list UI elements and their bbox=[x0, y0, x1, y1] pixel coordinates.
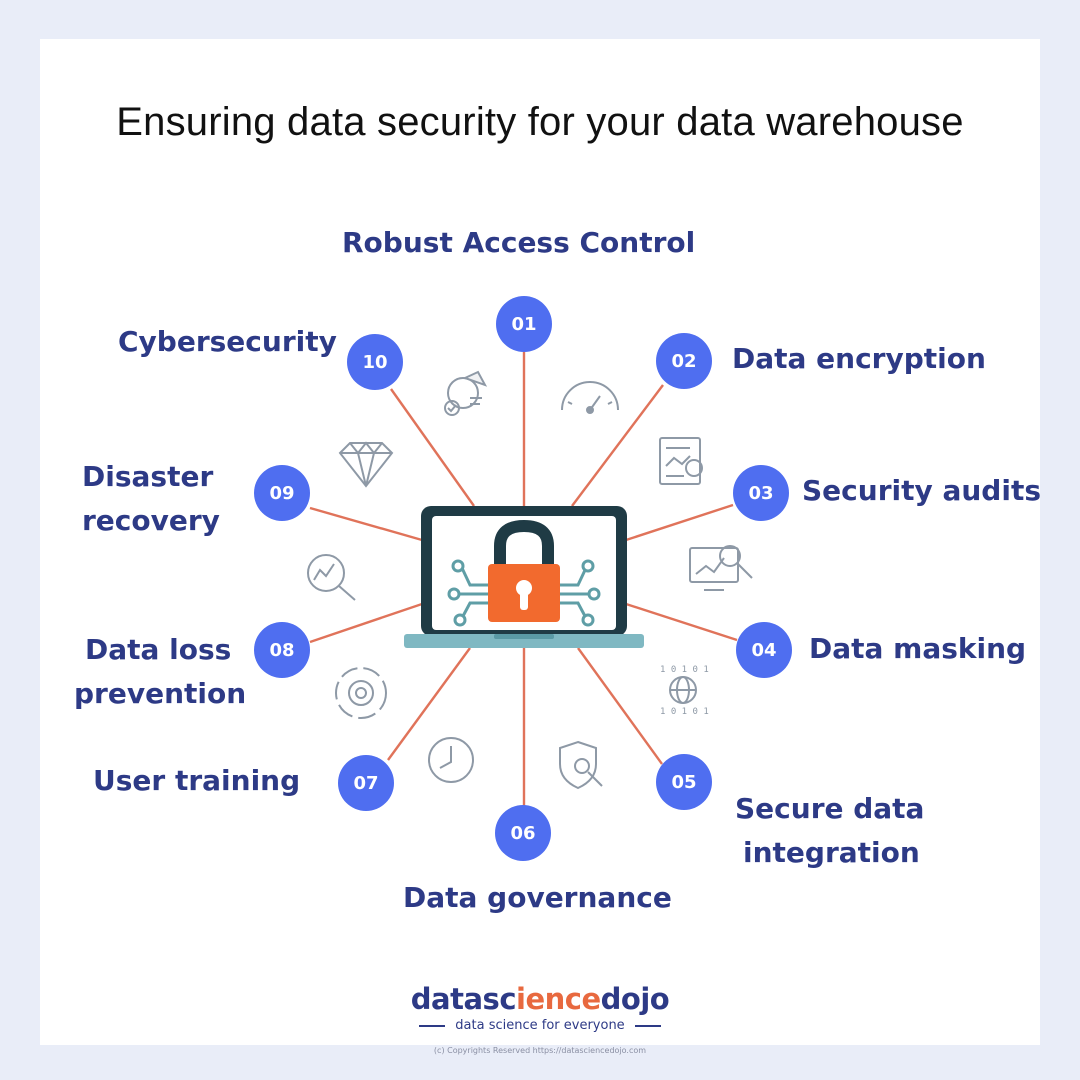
report-chart-icon bbox=[659, 437, 703, 485]
label-line: integration bbox=[743, 836, 920, 869]
label-cybersecurity: Cybersecurity bbox=[118, 325, 337, 358]
spoke-02 bbox=[571, 384, 664, 507]
label-line: Disaster bbox=[82, 460, 214, 493]
label-line: prevention bbox=[74, 677, 247, 710]
number-badge-10 bbox=[347, 334, 403, 390]
number-badge-01 bbox=[496, 296, 552, 352]
label-line: Data loss bbox=[85, 633, 232, 666]
number-badge-07 bbox=[338, 755, 394, 811]
page-title: Ensuring data security for your data war… bbox=[116, 100, 964, 144]
number-badge-text: 07 bbox=[353, 773, 378, 794]
number-badge-06 bbox=[495, 805, 551, 861]
number-badge-04 bbox=[736, 622, 792, 678]
label-data-governance: Data governance bbox=[403, 881, 672, 914]
number-badge-text: 03 bbox=[748, 483, 773, 504]
label-line: Secure data bbox=[735, 792, 925, 825]
number-badge-text: 02 bbox=[671, 351, 696, 372]
label-line: recovery bbox=[82, 504, 220, 537]
number-badge-09 bbox=[254, 465, 310, 521]
number-badge-03 bbox=[733, 465, 789, 521]
brand-logo: datasciencedojo bbox=[0, 982, 1080, 1016]
svg-text:1 0 1 0 1: 1 0 1 0 1 bbox=[660, 665, 709, 675]
number-badge-text: 04 bbox=[751, 640, 776, 661]
number-badges: 01 02 03 04 05 06 07 08 09 10 bbox=[254, 296, 792, 861]
label-disaster-recovery: Disaster recovery bbox=[82, 455, 220, 543]
shield-search-icon bbox=[559, 740, 603, 790]
number-badge-text: 09 bbox=[269, 483, 294, 504]
label-security-audits: Security audits bbox=[802, 474, 1041, 507]
number-badge-text: 08 bbox=[269, 640, 294, 661]
spoke-04 bbox=[625, 602, 738, 642]
number-badge-08 bbox=[254, 622, 310, 678]
label-data-encryption: Data encryption bbox=[732, 342, 986, 375]
number-badge-text: 06 bbox=[510, 823, 535, 844]
label-secure-data-integration: Secure data integration bbox=[735, 787, 924, 875]
magnifier-chart-icon bbox=[307, 554, 356, 601]
number-badge-02 bbox=[656, 333, 712, 389]
diamond-icon bbox=[338, 441, 394, 488]
brand-tagline: data science for everyone bbox=[0, 1018, 1080, 1033]
label-user-training: User training bbox=[93, 764, 301, 797]
gauge-icon bbox=[561, 381, 619, 414]
binary-globe-icon: 1 0 1 0 1 1 0 1 0 1 bbox=[660, 665, 709, 717]
spoke-07 bbox=[387, 647, 471, 761]
label-robust-access-control: Robust Access Control bbox=[342, 226, 696, 259]
label-data-loss-prevention: Data loss prevention bbox=[74, 628, 246, 716]
logo-part: dojo bbox=[600, 982, 670, 1016]
svg-text:1 0 1 0 1: 1 0 1 0 1 bbox=[660, 707, 709, 717]
tagline-rule bbox=[419, 1024, 446, 1027]
copyright-text: (c) Copyrights Reserved https://datascie… bbox=[433, 1046, 647, 1055]
logo-part: datasc bbox=[410, 982, 517, 1016]
pie-chart-check-icon bbox=[444, 370, 488, 416]
tagline-rule bbox=[634, 1024, 661, 1027]
logo-part: ience bbox=[516, 982, 601, 1016]
number-badge-text: 10 bbox=[362, 352, 387, 373]
spoke-05 bbox=[577, 647, 663, 765]
spoke-03 bbox=[625, 503, 734, 542]
tagline-text: data science for everyone bbox=[455, 1018, 625, 1033]
spoke-10 bbox=[390, 388, 475, 507]
gear-cycle-icon bbox=[335, 667, 387, 719]
spoke-09 bbox=[309, 506, 423, 542]
spoke-08 bbox=[309, 602, 423, 644]
laptop-lock-icon bbox=[404, 506, 644, 648]
spokes bbox=[309, 352, 738, 808]
number-badge-05 bbox=[656, 754, 712, 810]
clock-icon bbox=[428, 737, 474, 783]
label-data-masking: Data masking bbox=[809, 632, 1027, 665]
number-badge-text: 01 bbox=[511, 314, 536, 335]
number-badge-text: 05 bbox=[671, 772, 696, 793]
monitor-analytics-icon bbox=[689, 545, 753, 591]
